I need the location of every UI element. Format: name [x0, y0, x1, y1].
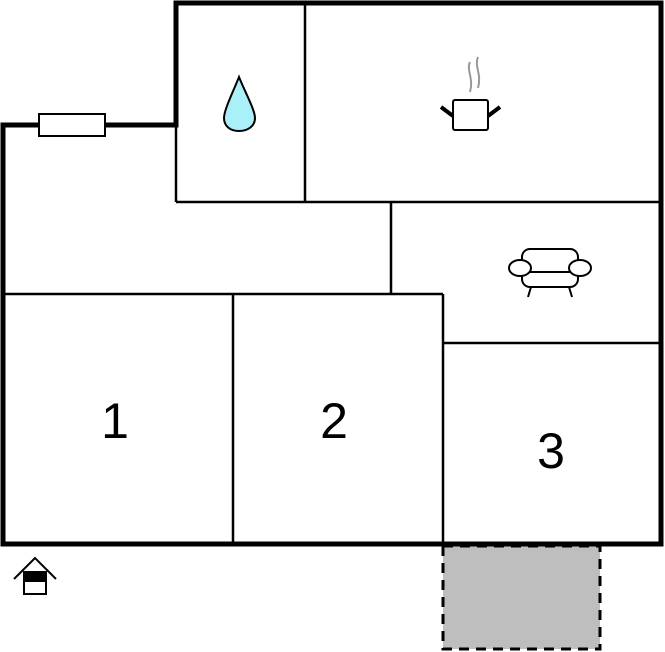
water-drop-icon — [222, 74, 257, 133]
window-icon — [38, 113, 106, 137]
terrace-area — [441, 544, 602, 651]
room-label-3: 3 — [537, 423, 565, 479]
inner-walls — [3, 3, 661, 544]
sofa-icon — [508, 248, 592, 298]
room-label-1: 1 — [101, 393, 129, 449]
outer-walls — [0, 0, 664, 547]
entrance-icon — [13, 556, 57, 595]
room-label-2: 2 — [320, 393, 348, 449]
cooking-pot-icon — [439, 56, 502, 131]
